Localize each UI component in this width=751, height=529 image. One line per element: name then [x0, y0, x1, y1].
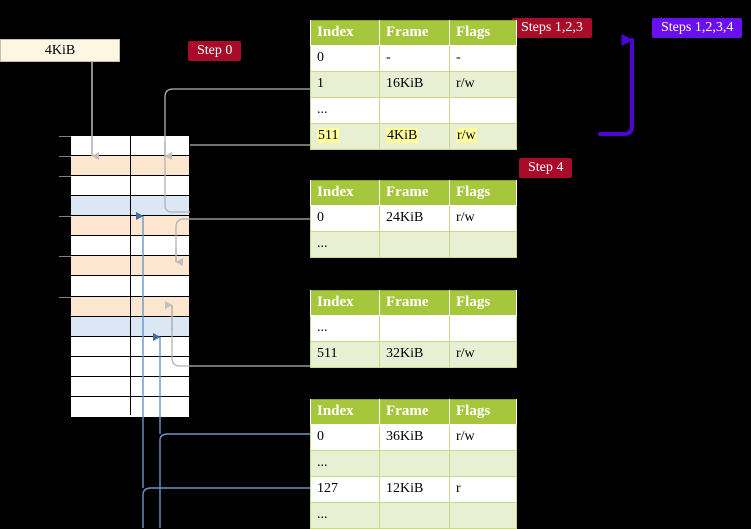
- table-row: 0--: [310, 45, 517, 72]
- table-cell: r: [449, 476, 517, 503]
- table-cell: 127: [310, 476, 380, 503]
- table-cell: 16KiB: [379, 71, 450, 98]
- table-cell: 1: [310, 71, 380, 98]
- table-cell: r/w: [449, 424, 517, 451]
- column-header-frame: Frame: [379, 399, 450, 425]
- table-row: ...: [310, 315, 517, 342]
- steps-123-badge: Steps 1,2,3: [512, 18, 592, 39]
- table-cell: 0: [310, 205, 380, 232]
- step-4-badge: Step 4: [519, 158, 573, 179]
- column-header-flags: Flags: [449, 399, 517, 425]
- frame-size-box: 4KiB: [0, 39, 120, 62]
- table-cell: 32KiB: [379, 341, 450, 368]
- table-cell: 4KiB: [379, 123, 450, 150]
- column-header-flags: Flags: [449, 290, 517, 316]
- table-row: 511 4KiB r/w: [310, 123, 517, 150]
- table-cell: ...: [310, 502, 380, 529]
- table-row: ...: [310, 231, 517, 258]
- column-header-flags: Flags: [449, 180, 517, 206]
- column-header-index: Index: [310, 399, 380, 425]
- table-cell: [449, 315, 517, 342]
- table-cell: -: [449, 45, 517, 72]
- table-cell: [379, 97, 450, 124]
- memory-frame-tick: [59, 296, 71, 298]
- wire-grid-to-table3: [165, 301, 310, 367]
- table-cell: ...: [310, 231, 380, 258]
- table-cell: [449, 97, 517, 124]
- table-cell: 511: [310, 123, 380, 150]
- memory-frame-tick: [59, 156, 71, 158]
- step-0-badge: Step 0: [188, 41, 242, 62]
- table-row: ...: [310, 450, 517, 477]
- table-cell: r/w: [449, 123, 517, 150]
- memory-frame-tick: [59, 176, 71, 178]
- table-cell: ...: [310, 97, 380, 124]
- memory-frame-tick: [59, 136, 71, 137]
- steps-1234-badge: Steps 1,2,3,4: [652, 18, 743, 39]
- frame-size-label: 4KiB: [44, 42, 76, 58]
- column-header-index: Index: [310, 180, 380, 206]
- table-cell: [449, 450, 517, 477]
- wire-table2-to-grid: [175, 218, 310, 266]
- table-cell: [379, 450, 450, 477]
- table-cell: ...: [310, 450, 380, 477]
- table-cell: [379, 231, 450, 258]
- memory-grid-divider: [130, 136, 131, 415]
- table-cell: ...: [310, 315, 380, 342]
- table-row: ...: [310, 97, 517, 124]
- table-cell: 12KiB: [379, 476, 450, 503]
- column-header-index: Index: [310, 20, 380, 46]
- column-header-frame: Frame: [379, 20, 450, 46]
- table-row: ...: [310, 502, 517, 529]
- memory-frame-tick: [59, 216, 71, 218]
- table-cell: 0: [310, 424, 380, 451]
- table-cell: r/w: [449, 205, 517, 232]
- table-cell: 36KiB: [379, 424, 450, 451]
- highlighted-value: r/w: [456, 128, 477, 143]
- table-cell: [379, 315, 450, 342]
- table-cell: 511: [310, 341, 380, 368]
- table-cell: [449, 502, 517, 529]
- table-cell: [449, 231, 517, 258]
- physical-memory-frames: [59, 135, 190, 417]
- wire-purple-bracket: [598, 34, 634, 136]
- column-header-index: Index: [310, 290, 380, 316]
- column-header-flags: Flags: [449, 20, 517, 46]
- highlighted-value: 511: [317, 128, 340, 143]
- table-cell: 0: [310, 45, 380, 72]
- table-cell: r/w: [449, 341, 517, 368]
- table-cell: -: [379, 45, 450, 72]
- column-header-frame: Frame: [379, 290, 450, 316]
- column-header-frame: Frame: [379, 180, 450, 206]
- table-cell: r/w: [449, 71, 517, 98]
- table-cell: 24KiB: [379, 205, 450, 232]
- memory-frame-tick: [59, 256, 71, 258]
- table-cell: [379, 502, 450, 529]
- highlighted-value: 4KiB: [386, 128, 419, 143]
